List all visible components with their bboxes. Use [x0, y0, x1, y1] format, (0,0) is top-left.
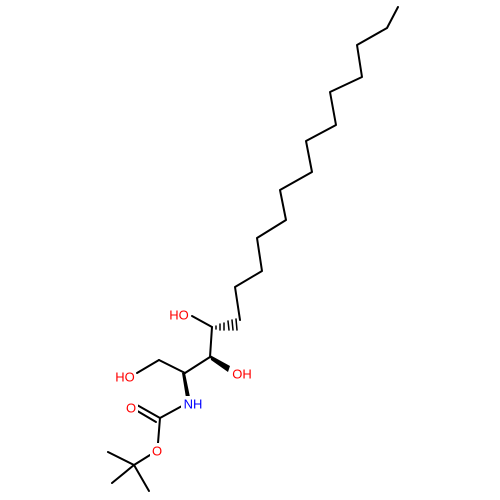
hydroxyl-label-top: HO — [169, 308, 189, 323]
wedge-c3-oh — [210, 355, 230, 372]
bond-c4-oh — [191, 315, 213, 328]
hydroxyl-groups — [136, 315, 230, 374]
tbu-methyl-1 — [107, 451, 135, 466]
hydroxyl-label-mid: OH — [232, 367, 252, 382]
tert-butyl — [107, 451, 150, 492]
amine-label: NH — [184, 397, 203, 412]
atom-labels: HO OH HO NH O O — [114, 307, 254, 459]
bond-c-o-ester — [157, 417, 161, 444]
backbone — [158, 318, 238, 374]
hydroxyl-label-left: HO — [115, 370, 135, 385]
bond-o-tbu — [133, 454, 151, 466]
bond-c1-c2 — [158, 359, 186, 374]
tbu-methyl-2 — [111, 464, 135, 484]
wedge-c2-n — [182, 373, 190, 398]
bond-c1-oh — [136, 359, 160, 374]
hashed-wedge-c4-chain — [215, 318, 238, 331]
bond-c2-c3 — [184, 356, 211, 374]
bond-c-o-double-1 — [136, 404, 161, 419]
bond-n-c — [159, 405, 183, 419]
ester-oxygen-label: O — [152, 444, 162, 459]
tbu-methyl-3 — [133, 464, 150, 492]
carbonyl-oxygen-label: O — [126, 401, 136, 416]
chain-bonds — [234, 6, 399, 321]
bond-c3-c4 — [209, 326, 213, 358]
alkyl-chain — [234, 6, 399, 321]
